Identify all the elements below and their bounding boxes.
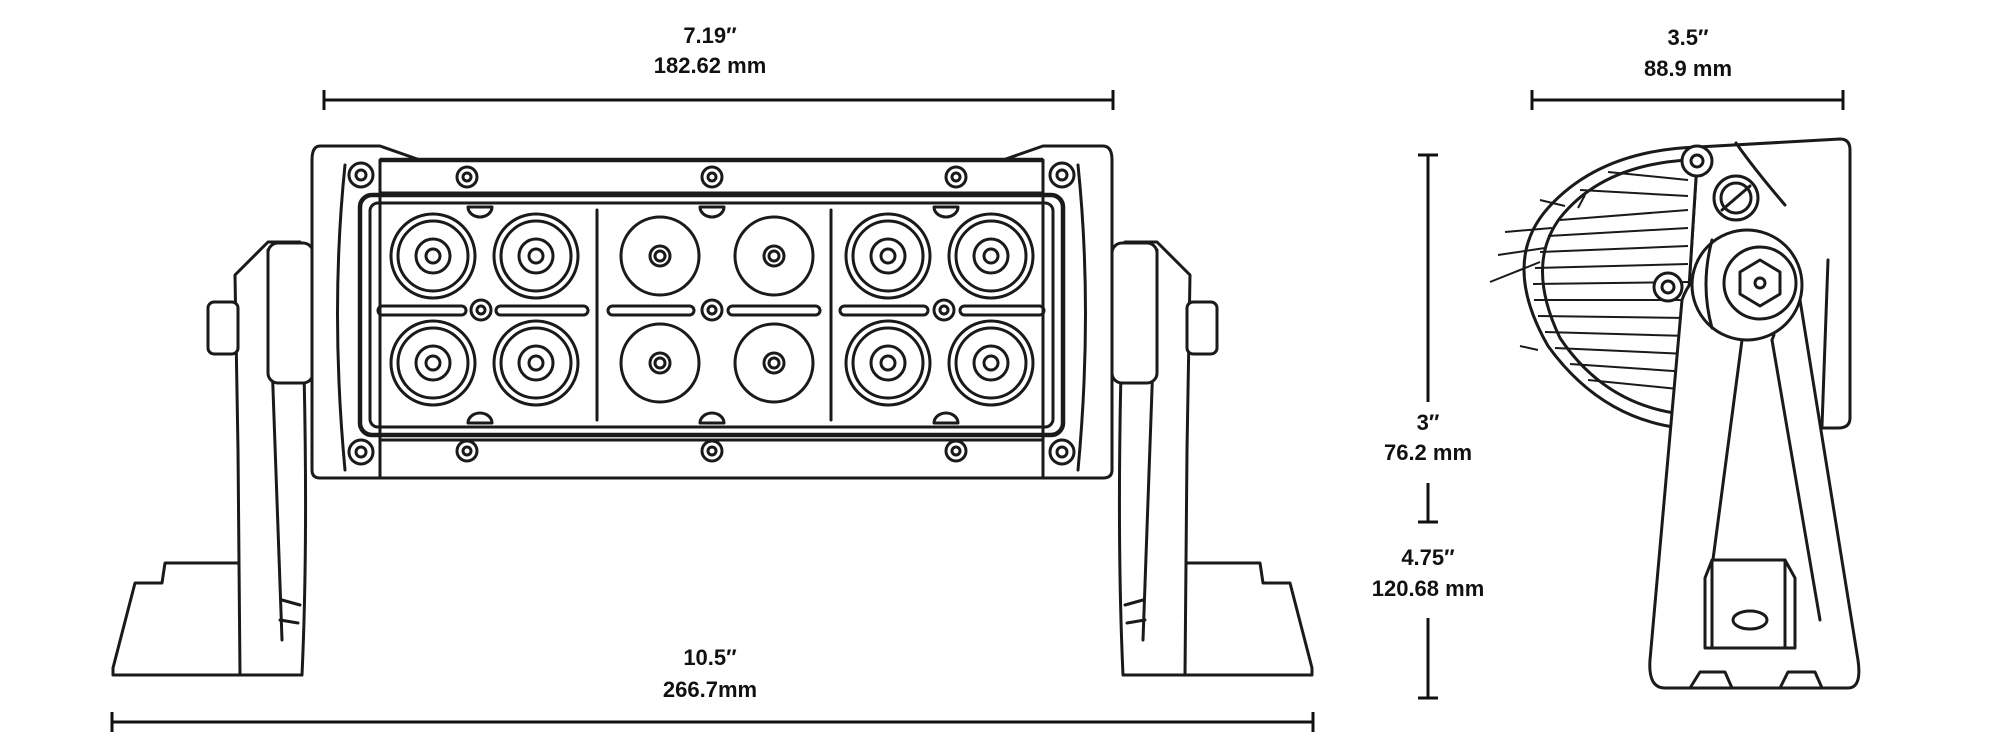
led-array bbox=[389, 212, 1035, 407]
adjust-screw bbox=[1712, 174, 1760, 222]
screw bbox=[700, 298, 724, 322]
dimension-total-width: 10.5″ 266.7mm bbox=[110, 645, 1315, 732]
depth-imperial-label: 3.5″ bbox=[1667, 25, 1709, 50]
dimension-total-height: 4.75″ 120.68 mm bbox=[1372, 483, 1485, 700]
screw bbox=[1680, 144, 1714, 178]
screw bbox=[455, 439, 479, 463]
dimension-body-height: 3″ 76.2 mm bbox=[1384, 153, 1472, 465]
housing-screws bbox=[347, 161, 1076, 466]
screw bbox=[1048, 438, 1076, 466]
total-height-metric-label: 120.68 mm bbox=[1372, 576, 1485, 601]
spot-led bbox=[947, 212, 1035, 300]
screw bbox=[1652, 271, 1684, 303]
left-mount-bracket bbox=[111, 240, 315, 677]
spot-led bbox=[844, 212, 932, 300]
body-height-imperial-label: 3″ bbox=[1417, 410, 1440, 435]
right-mount-bracket bbox=[1110, 240, 1314, 677]
screw bbox=[469, 298, 493, 322]
side-lens-dome bbox=[1522, 145, 1700, 430]
side-mount-foot bbox=[1703, 558, 1797, 650]
inner-width-imperial-label: 7.19″ bbox=[683, 23, 737, 48]
dimension-inner-width: 7.19″ 182.62 mm bbox=[322, 23, 1115, 110]
screw bbox=[932, 298, 956, 322]
screw bbox=[455, 165, 479, 189]
flood-led bbox=[619, 215, 701, 297]
dome-tick-marks bbox=[1489, 194, 1586, 351]
spot-led bbox=[492, 319, 580, 407]
screw bbox=[944, 165, 968, 189]
flood-led bbox=[733, 322, 815, 404]
body-height-metric-label: 76.2 mm bbox=[1384, 440, 1472, 465]
screw bbox=[700, 439, 724, 463]
front-view bbox=[111, 144, 1314, 677]
flood-led bbox=[619, 322, 701, 404]
screw bbox=[347, 161, 375, 189]
total-width-imperial-label: 10.5″ bbox=[683, 645, 737, 670]
pivot-knob bbox=[1690, 228, 1804, 342]
inner-width-metric-label: 182.62 mm bbox=[654, 53, 767, 78]
screw bbox=[347, 438, 375, 466]
total-height-imperial-label: 4.75″ bbox=[1401, 545, 1455, 570]
spot-led bbox=[492, 212, 580, 300]
screw bbox=[944, 439, 968, 463]
spot-led bbox=[389, 212, 477, 300]
spot-led bbox=[947, 319, 1035, 407]
total-width-metric-label: 266.7mm bbox=[663, 677, 757, 702]
screw bbox=[1048, 161, 1076, 189]
light-bar-housing bbox=[310, 144, 1114, 480]
flood-led bbox=[733, 215, 815, 297]
depth-metric-label: 88.9 mm bbox=[1644, 56, 1732, 81]
spot-led bbox=[389, 319, 477, 407]
screw bbox=[700, 165, 724, 189]
spot-led bbox=[844, 319, 932, 407]
dimension-depth: 3.5″ 88.9 mm bbox=[1530, 25, 1845, 110]
side-view bbox=[1489, 137, 1861, 690]
